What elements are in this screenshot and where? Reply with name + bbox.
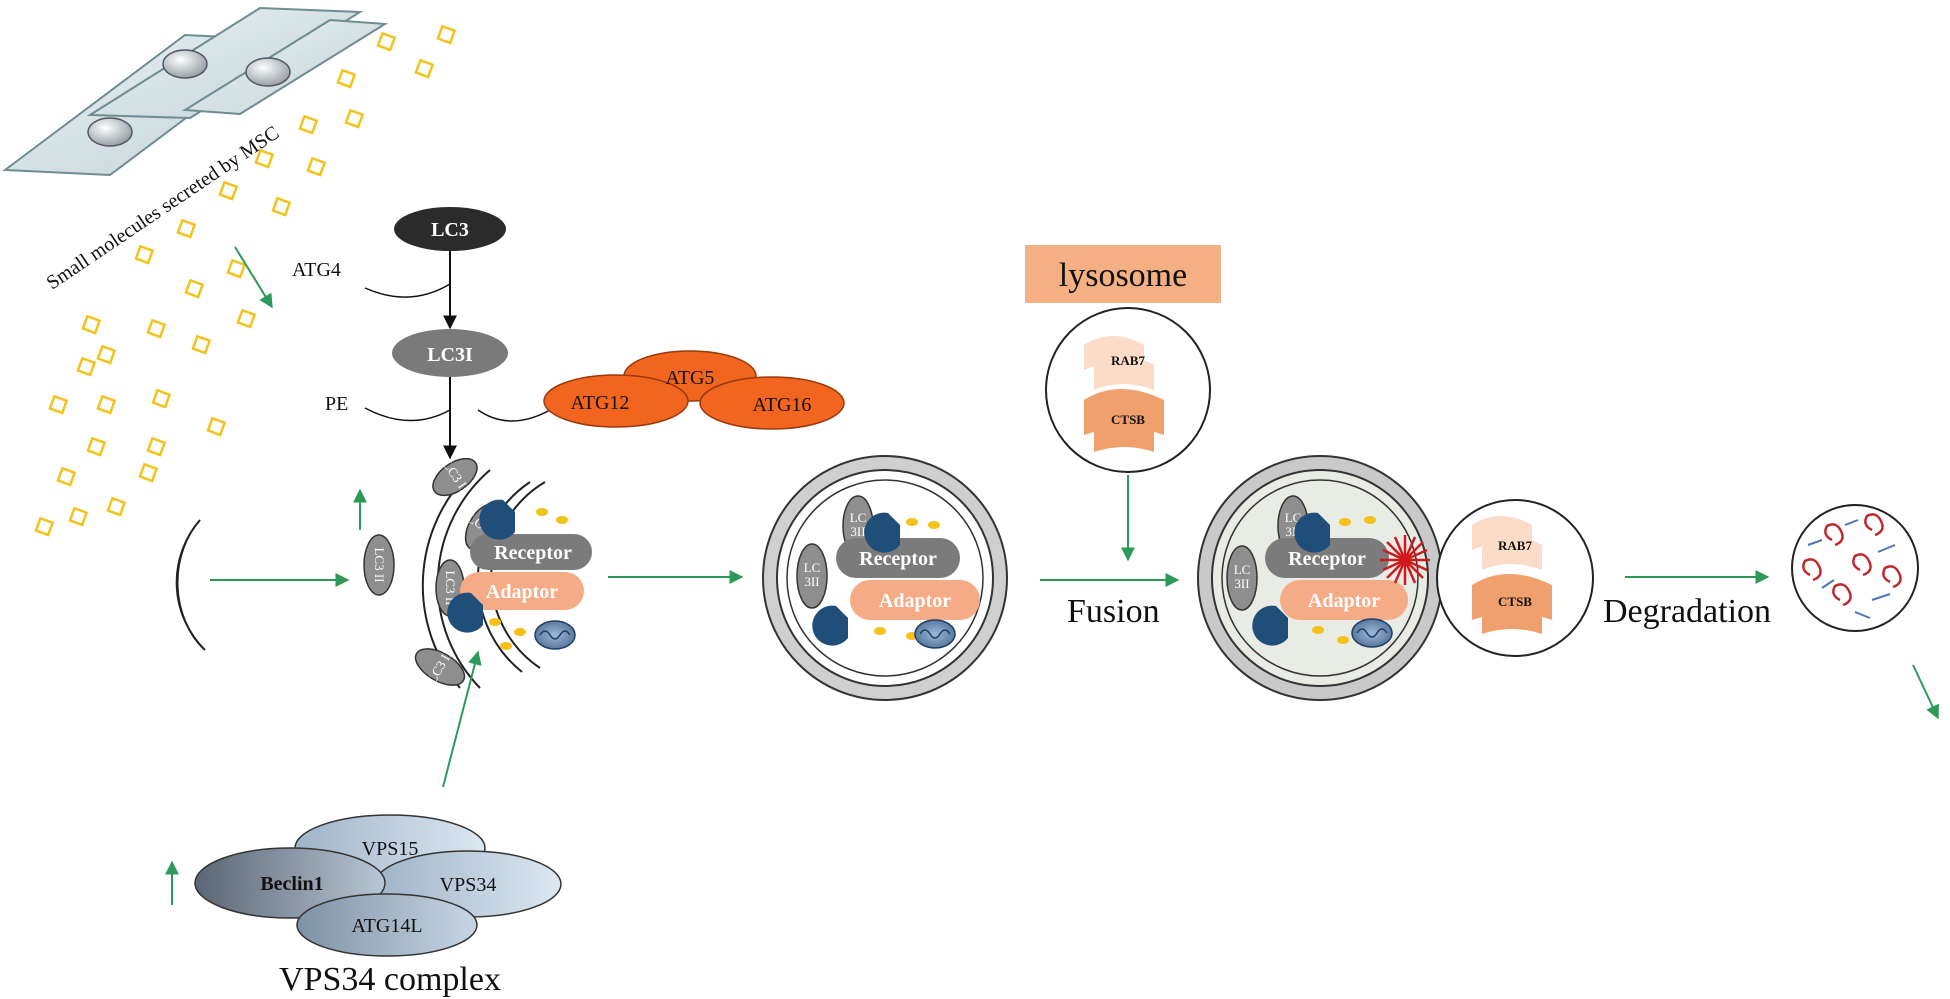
beclin1-label: Beclin1 bbox=[260, 873, 323, 895]
atg14l-label: ATG14L bbox=[351, 915, 422, 937]
svg-text:3II: 3II bbox=[804, 574, 819, 589]
lc3ii-tag: LC3 II bbox=[414, 648, 466, 686]
output-arrow bbox=[1912, 664, 1939, 720]
vps34-arrow bbox=[442, 650, 482, 788]
lc3i-label: LC3I bbox=[427, 344, 473, 366]
msc-cells bbox=[2, 6, 389, 177]
receptor-box bbox=[470, 534, 592, 570]
ctsb-label: CTSB bbox=[1111, 412, 1145, 427]
atg12-node bbox=[543, 374, 689, 428]
adaptor-box bbox=[460, 572, 584, 610]
cargo-wedge-icon bbox=[864, 512, 900, 553]
svg-text:LC3 II: LC3 II bbox=[372, 547, 387, 582]
degradation-burst-icon bbox=[1380, 535, 1430, 585]
svg-text:LC: LC bbox=[1285, 510, 1302, 525]
svg-text:Receptor: Receptor bbox=[1288, 548, 1366, 570]
atg-curve bbox=[477, 409, 551, 422]
atg4-curve bbox=[364, 283, 451, 298]
atg4-label: ATG4 bbox=[292, 259, 341, 281]
fused-lysosome: RAB7 CTSB bbox=[1436, 499, 1594, 657]
phagophore-crescent bbox=[175, 519, 206, 651]
lc3-node bbox=[394, 207, 506, 251]
autolysosome: LC 3II LC 3II Receptor Adaptor bbox=[1197, 455, 1443, 701]
cargo-wedge-icon bbox=[447, 592, 483, 633]
mitochondrion-icon bbox=[914, 619, 956, 649]
mitochondrion-icon bbox=[534, 620, 576, 650]
svg-text:3II: 3II bbox=[1234, 576, 1249, 591]
svg-text:Adaptor: Adaptor bbox=[879, 590, 951, 612]
msc-arrow bbox=[234, 246, 273, 309]
cargo-wedge-icon bbox=[1294, 512, 1330, 553]
lysosome-title: lysosome bbox=[1059, 257, 1187, 294]
atg-complex: ATG5 ATG12 ATG16 bbox=[543, 350, 845, 430]
lc3-label: LC3 bbox=[431, 219, 469, 241]
lysosome: RAB7 CTSB bbox=[1045, 307, 1211, 473]
atg14l-node bbox=[296, 893, 478, 957]
mitochondrion-icon bbox=[1351, 618, 1393, 648]
svg-text:LC3 II: LC3 II bbox=[443, 570, 458, 605]
pe-label: PE bbox=[325, 393, 348, 415]
nucleus-icon bbox=[162, 49, 208, 79]
fusion-label: Fusion bbox=[1067, 593, 1160, 630]
svg-text:LC: LC bbox=[850, 510, 867, 525]
svg-text:LC: LC bbox=[804, 560, 821, 575]
nucleus-icon bbox=[87, 117, 133, 147]
atg16-node bbox=[699, 376, 845, 430]
small-molecules bbox=[34, 24, 457, 537]
vps34-complex-title: VPS34 complex bbox=[279, 961, 501, 998]
svg-text:CTSB: CTSB bbox=[1498, 594, 1532, 609]
degradation-label: Degradation bbox=[1603, 593, 1771, 630]
svg-text:LC: LC bbox=[1234, 562, 1251, 577]
cargo-wedge-icon bbox=[812, 605, 848, 646]
degradation-products bbox=[1791, 504, 1919, 632]
cargo-wedge-icon bbox=[479, 499, 515, 540]
lc3ii-tag: LC3 II bbox=[363, 534, 395, 596]
lysosome-label-box bbox=[1025, 245, 1221, 303]
forming-autophagosome: LC3 II LC3 II LC3 II LC3 II LC3 II Recep… bbox=[363, 457, 592, 689]
rab7-label: RAB7 bbox=[1111, 353, 1145, 368]
lc3-pathway: LC3 ATG4 LC3I PE bbox=[292, 207, 551, 460]
lc3ii-tag: LC3 II bbox=[432, 457, 478, 497]
adaptor-label: Adaptor bbox=[486, 581, 558, 603]
svg-text:Receptor: Receptor bbox=[859, 548, 937, 570]
lc3ii-tag: LC 3II bbox=[1226, 545, 1258, 611]
vps15-label: VPS15 bbox=[362, 838, 419, 860]
nucleus-icon bbox=[245, 57, 291, 87]
vps34-complex: VPS15 Beclin1 VPS34 ATG14L VPS34 complex bbox=[194, 814, 562, 998]
svg-text:Adaptor: Adaptor bbox=[1308, 590, 1380, 612]
atg16-label: ATG16 bbox=[753, 394, 812, 416]
pe-curve bbox=[364, 407, 451, 422]
atg12-label: ATG12 bbox=[571, 392, 630, 414]
autophagosome: LC 3II LC 3II Receptor Adaptor bbox=[762, 455, 1008, 701]
lc3ii-tag: LC 3II bbox=[796, 543, 828, 609]
svg-text:3II: 3II bbox=[850, 524, 865, 539]
receptor-label: Receptor bbox=[494, 542, 572, 564]
svg-text:RAB7: RAB7 bbox=[1498, 538, 1532, 553]
cargo-wedge-icon bbox=[1252, 605, 1288, 646]
lc3i-node bbox=[392, 329, 508, 377]
atg5-label: ATG5 bbox=[666, 367, 715, 389]
vps34-label: VPS34 bbox=[440, 874, 497, 896]
